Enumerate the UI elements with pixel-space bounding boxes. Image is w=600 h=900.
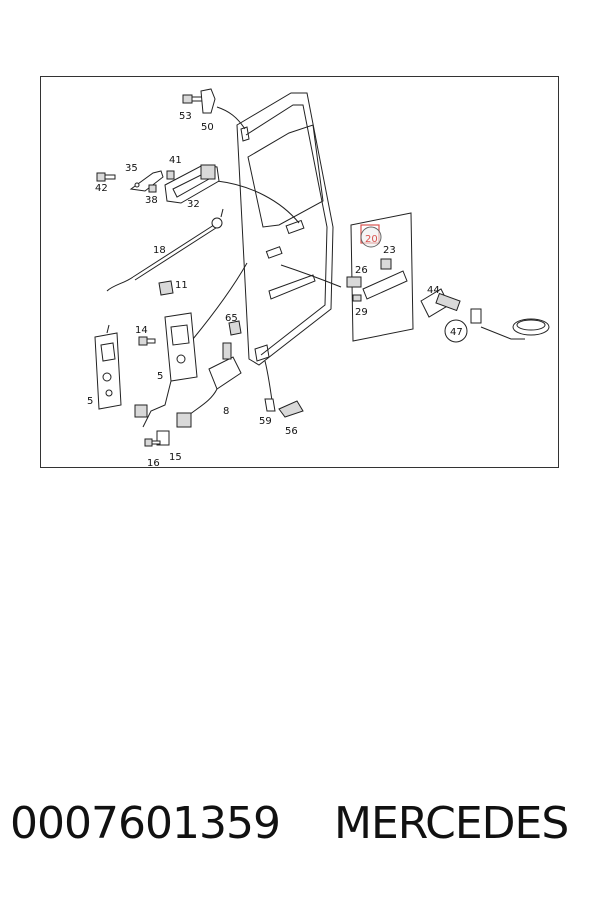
clip-41	[166, 170, 175, 180]
screw-14	[138, 336, 156, 346]
label-50: 50	[201, 122, 214, 133]
label-44: 44	[427, 285, 440, 296]
screw-16	[144, 438, 161, 447]
label-23: 23	[383, 245, 396, 256]
part-labels: 53 50 35 41 42 38 32 18 11 14 65 5 5 8 5…	[87, 111, 463, 469]
lock-5-left	[94, 324, 122, 410]
clamp-ring	[512, 318, 550, 336]
rod-18	[106, 208, 224, 292]
label-18: 18	[153, 245, 166, 256]
stop-56	[278, 400, 304, 418]
label-59: 59	[259, 416, 272, 427]
label-65: 65	[225, 313, 238, 324]
label-41: 41	[169, 155, 182, 166]
label-53: 53	[179, 111, 192, 122]
label-56: 56	[285, 426, 298, 437]
clip-11	[158, 280, 174, 296]
label-47: 47	[450, 327, 463, 338]
inner-handle-32	[164, 164, 220, 204]
label-20: 20	[365, 234, 378, 245]
clip-65	[228, 320, 242, 336]
clip-38	[148, 184, 157, 193]
lock-cylinder-44	[420, 288, 482, 324]
lock-5-center	[134, 312, 198, 428]
bolt-53	[182, 94, 203, 104]
bracket-50	[200, 88, 216, 114]
highlight-marker-20	[360, 224, 382, 248]
screw-42	[96, 172, 116, 182]
label-38: 38	[145, 195, 158, 206]
label-16: 16	[147, 458, 160, 469]
parts-diagram: 53 50 35 41 42 38 32 18 11 14 65 5 5 8 5…	[40, 76, 559, 469]
label-8: 8	[223, 406, 229, 417]
assembly-arrows	[192, 106, 525, 408]
part-number: 0007601359	[10, 798, 281, 849]
label-15: 15	[169, 452, 182, 463]
actuator-8	[176, 342, 242, 428]
exploded-view-drawing: 53 50 35 41 42 38 32 18 11 14 65 5 5 8 5…	[87, 88, 550, 469]
label-32: 32	[187, 199, 200, 210]
outer-handle-group	[346, 212, 414, 342]
label-14: 14	[135, 325, 148, 336]
part-caption: 0007601359 MERCEDES	[0, 798, 600, 862]
brand-name: MERCEDES	[334, 798, 569, 849]
label-26: 26	[355, 265, 368, 276]
label-5-center: 5	[157, 371, 163, 382]
label-29: 29	[355, 307, 368, 318]
highlight-circle	[360, 226, 382, 248]
label-42: 42	[95, 183, 108, 194]
callout-47	[444, 319, 468, 343]
clip-59	[264, 398, 276, 412]
rear-door-panel	[236, 92, 334, 366]
label-35: 35	[125, 163, 138, 174]
bracket-35	[129, 170, 164, 192]
label-11: 11	[175, 280, 188, 291]
label-5-left: 5	[87, 396, 93, 407]
